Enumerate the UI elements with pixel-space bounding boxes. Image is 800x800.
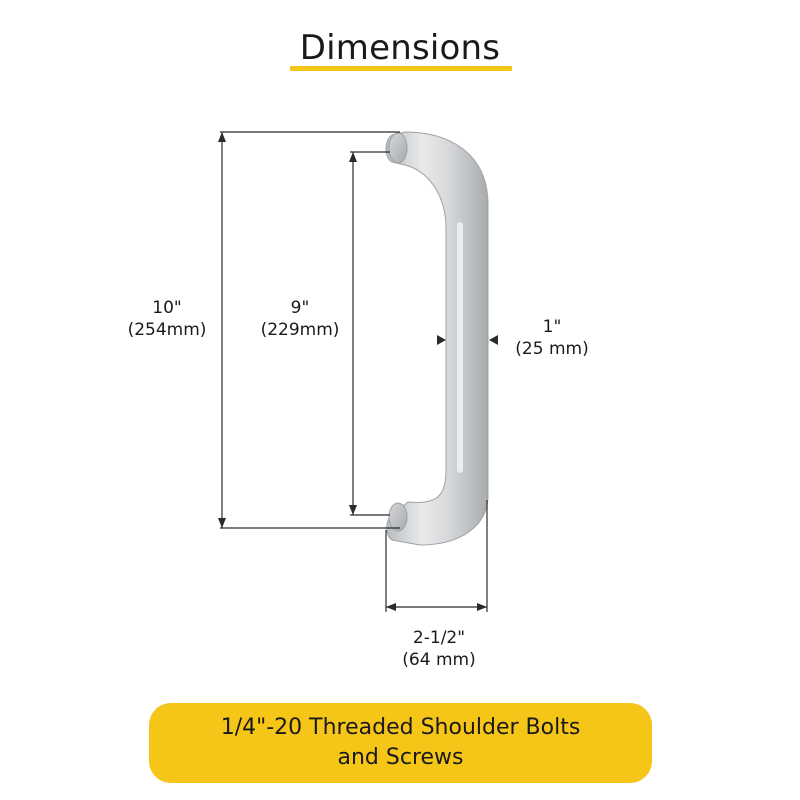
projection-dimension	[385, 500, 488, 612]
center-to-center-metric: (229mm)	[260, 320, 340, 340]
top-end-cap	[388, 132, 408, 164]
page-title: Dimensions	[299, 28, 501, 68]
overall-length-metric: (254mm)	[127, 320, 207, 340]
pull-handle	[385, 131, 489, 546]
page-title-wrap: Dimensions	[0, 28, 800, 74]
projection-label: 2-1/2" (64 mm)	[389, 627, 489, 671]
overall-length-dimension	[218, 131, 400, 529]
overall-length-label: 10" (254mm)	[120, 297, 214, 341]
center-to-center-label: 9" (229mm)	[253, 297, 347, 341]
diameter-label: 1" (25 mm)	[505, 316, 599, 360]
diameter-metric: (25 mm)	[515, 339, 589, 359]
banner-line-2: and Screws	[337, 745, 464, 770]
title-underline	[290, 66, 512, 71]
center-to-center-dimension	[349, 151, 390, 516]
hardware-banner: 1/4"-20 Threaded Shoulder Bolts and Scre…	[149, 703, 652, 783]
banner-line-1: 1/4"-20 Threaded Shoulder Bolts	[220, 715, 581, 740]
projection-metric: (64 mm)	[402, 650, 476, 670]
bottom-end-cap	[388, 502, 408, 532]
overall-length-imperial: 10"	[152, 298, 182, 318]
projection-imperial: 2-1/2"	[412, 628, 466, 648]
center-to-center-imperial: 9"	[290, 298, 310, 318]
diameter-dimension	[437, 335, 498, 345]
diameter-imperial: 1"	[542, 317, 562, 337]
